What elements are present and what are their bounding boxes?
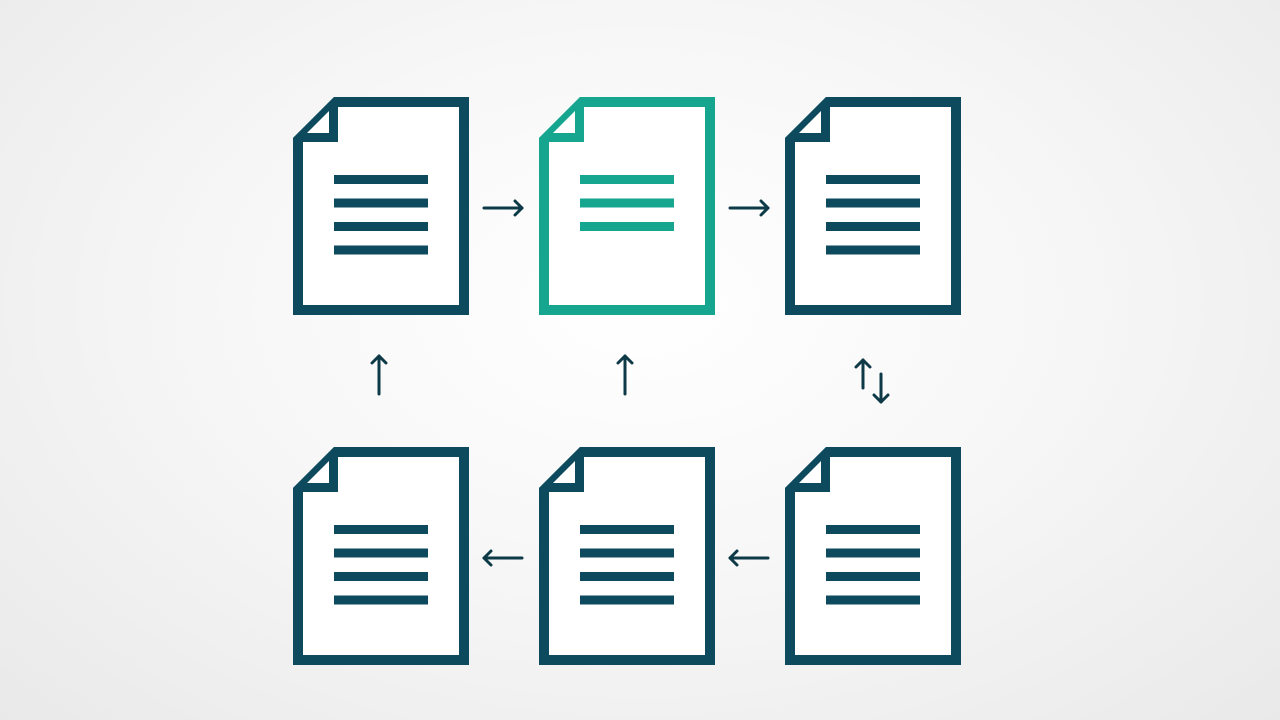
- text-line: [580, 222, 674, 231]
- text-line: [580, 198, 674, 208]
- text-line: [334, 548, 428, 558]
- arrow-right-column-bidirectional-icon: [854, 358, 890, 404]
- folded-corner: [539, 447, 584, 492]
- doc-top-left-icon: [293, 97, 469, 315]
- text-line: [826, 548, 920, 558]
- doc-bottom-left-icon: [293, 447, 469, 665]
- doc-top-right-icon: [785, 97, 961, 315]
- folded-corner: [293, 447, 338, 492]
- text-line: [334, 525, 428, 534]
- text-line: [334, 222, 428, 231]
- folded-corner-inner: [553, 111, 575, 133]
- text-line: [826, 222, 920, 231]
- text-line: [580, 595, 674, 605]
- arrow-center-column-up-icon: [616, 354, 634, 396]
- folded-corner-inner: [799, 461, 821, 483]
- folded-corner-inner: [307, 461, 329, 483]
- arrow-left-column-up-icon: [370, 354, 388, 396]
- arrow-top-left-to-center-icon: [482, 199, 524, 217]
- text-line: [334, 245, 428, 255]
- text-line: [334, 572, 428, 581]
- arrow-bottom-right-to-center-icon: [728, 549, 770, 567]
- text-line: [334, 198, 428, 208]
- folded-corner: [785, 97, 830, 142]
- text-line: [826, 245, 920, 255]
- text-line: [580, 175, 674, 184]
- folded-corner-inner: [553, 461, 575, 483]
- folded-corner: [293, 97, 338, 142]
- text-line: [580, 572, 674, 581]
- text-line: [580, 525, 674, 534]
- text-line: [826, 572, 920, 581]
- doc-bottom-right-icon: [785, 447, 961, 665]
- doc-bottom-center-icon: [539, 447, 715, 665]
- folded-corner: [785, 447, 830, 492]
- text-line: [826, 198, 920, 208]
- doc-top-center-icon: [539, 97, 715, 315]
- text-line: [580, 548, 674, 558]
- folded-corner-inner: [307, 111, 329, 133]
- folded-corner-inner: [799, 111, 821, 133]
- text-line: [334, 175, 428, 184]
- text-line: [334, 595, 428, 605]
- text-line: [826, 595, 920, 605]
- arrow-top-center-to-right-icon: [728, 199, 770, 217]
- text-line: [826, 175, 920, 184]
- arrow-bottom-center-to-left-icon: [482, 549, 524, 567]
- text-line: [826, 525, 920, 534]
- folded-corner: [539, 97, 584, 142]
